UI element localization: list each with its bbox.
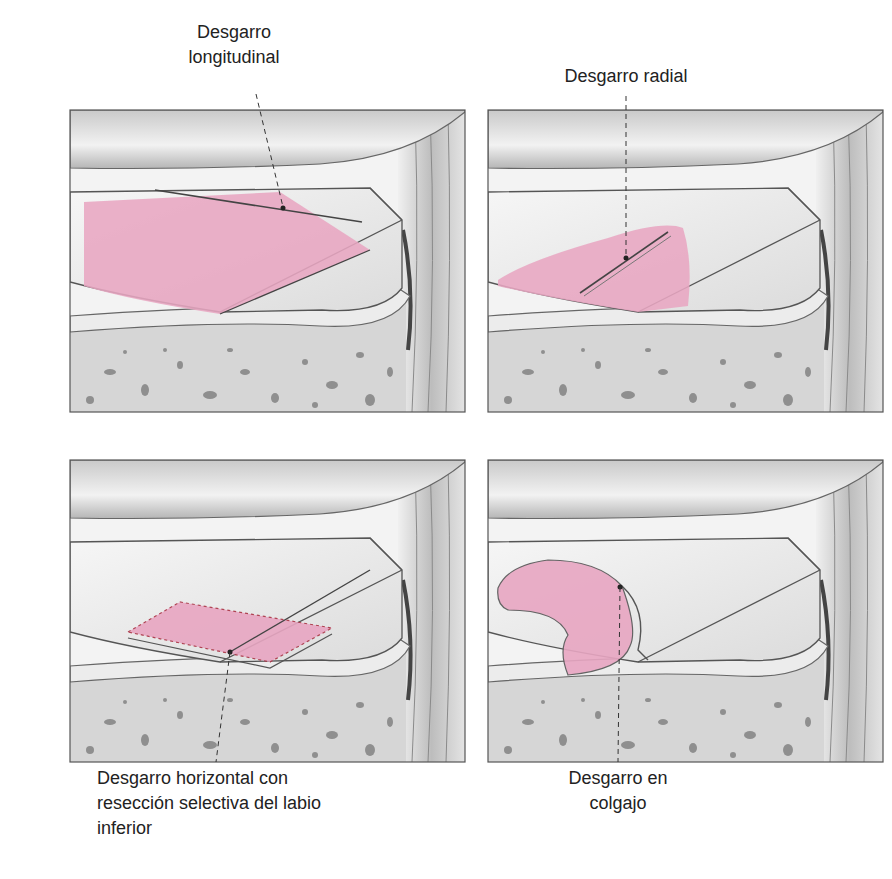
tear-label: Desgarro en colgajo xyxy=(553,766,683,816)
leader-lines xyxy=(216,94,626,762)
label-box: Desgarro en colgajo xyxy=(553,766,683,816)
label-box: Desgarro horizontal con resección select… xyxy=(97,766,342,841)
panel-longitudinal xyxy=(70,110,465,412)
tear-label: Desgarro longitudinal xyxy=(169,20,299,70)
panel-horizontal xyxy=(70,460,465,762)
label-box: Desgarro longitudinal xyxy=(169,20,299,70)
panel-radial xyxy=(488,110,883,412)
tear-label: Desgarro radial xyxy=(536,64,716,89)
tear-label: Desgarro horizontal con resección select… xyxy=(97,766,342,841)
label-box: Desgarro radial xyxy=(536,64,716,89)
panel-flap xyxy=(488,460,883,762)
